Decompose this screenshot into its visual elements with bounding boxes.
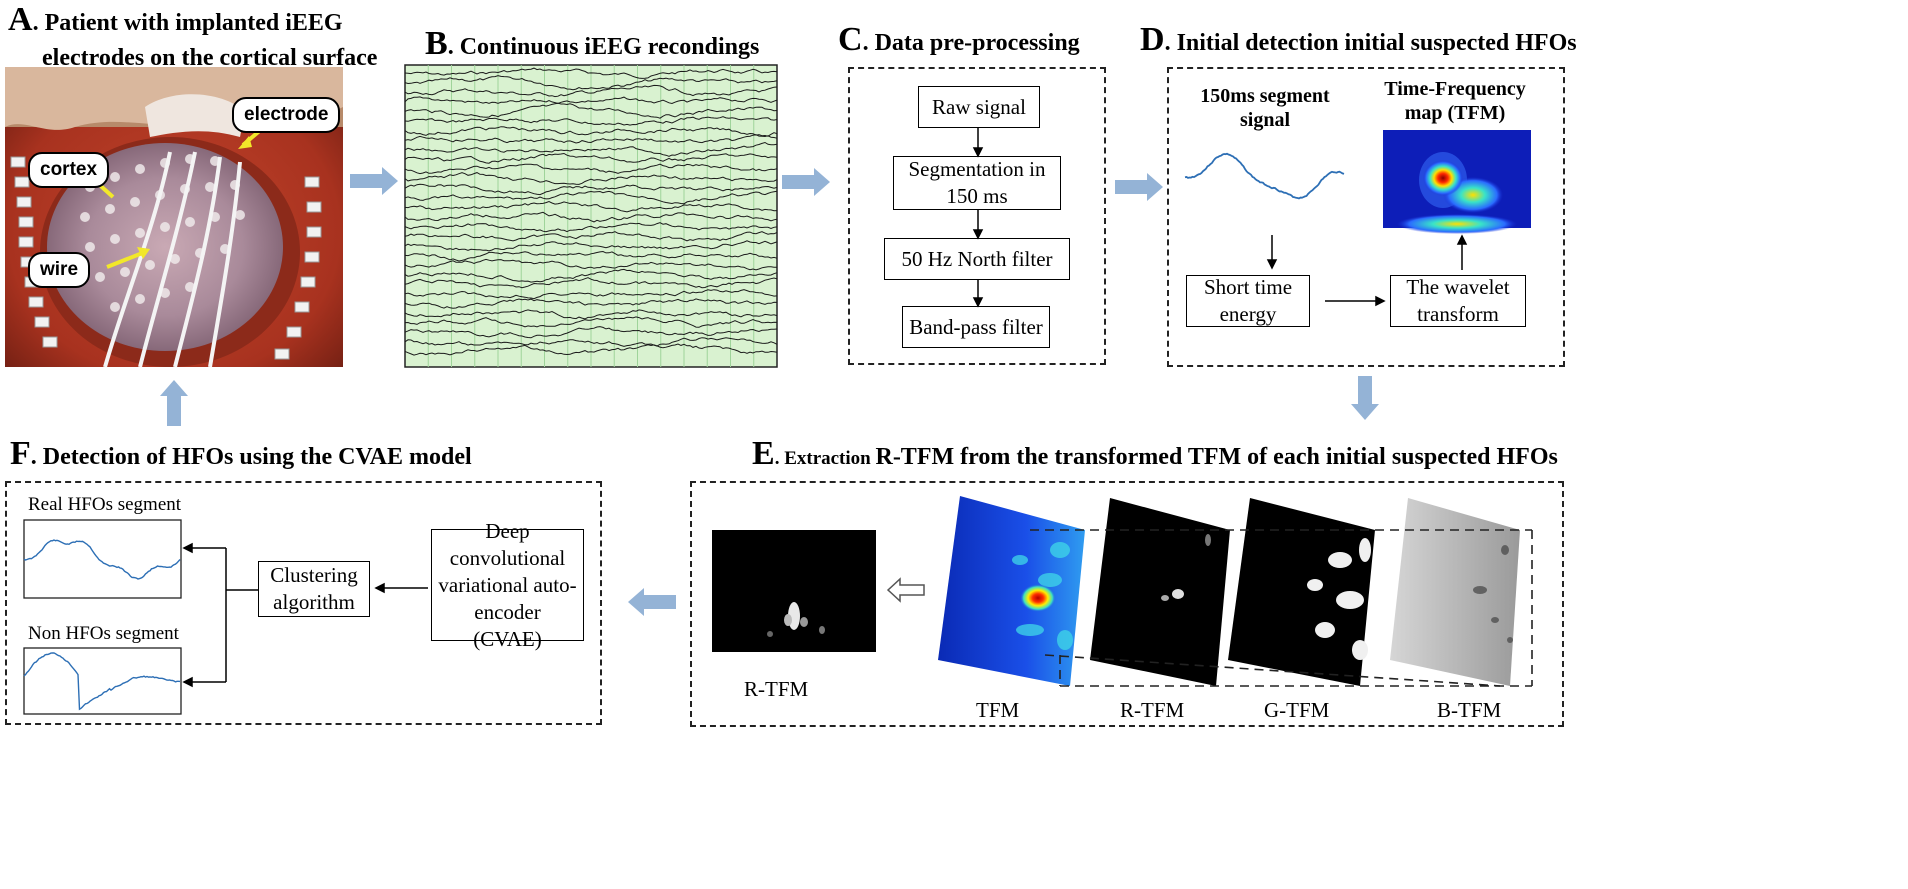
clustering-box: Clustering algorithm (258, 561, 370, 617)
step-band-pass: Band-pass filter (902, 306, 1050, 348)
arrow-d-to-e (1351, 376, 1379, 420)
r-tfm-output-label: R-TFM (744, 677, 809, 701)
electrode-callout: electrode (232, 97, 341, 133)
arrow-b-to-c (782, 168, 830, 196)
arrow-f-to-a (160, 380, 188, 426)
panel-a-title: A. Patient with implanted iEEG (8, 1, 343, 38)
tfm-layer-stack (938, 496, 1533, 687)
step-north-filter: 50 Hz North filter (884, 238, 1070, 280)
panel-d-title: D. Initial detection initial suspected H… (1140, 21, 1577, 58)
r-tfm-layer-label: R-TFM (1120, 698, 1185, 722)
panel-a-title-line2: electrodes on the cortical surface (42, 45, 378, 71)
panel-d-letter: D (1140, 21, 1165, 58)
non-hfo-plot (23, 647, 182, 715)
arrow-a-to-b (350, 167, 398, 195)
panel-e-title: E. Extraction R-TFM from the transformed… (752, 435, 1558, 472)
panel-e-letter: E (752, 435, 775, 472)
tfm-layer-label: TFM (976, 698, 1020, 722)
panel-d-frame (1167, 67, 1565, 367)
panel-f-title: F. Detection of HFOs using the CVAE mode… (10, 435, 472, 472)
wavelet-transform-box: The wavelet transform (1390, 275, 1526, 327)
b-tfm-layer-label: B-TFM (1437, 698, 1502, 722)
eeg-recording (404, 64, 778, 368)
g-tfm-layer-label: G-TFM (1264, 698, 1330, 722)
arrow-e-to-f (628, 588, 676, 616)
short-time-energy-box: Short time energy (1186, 275, 1310, 327)
panel-f-letter: F (10, 435, 31, 472)
r-tfm-output-image (712, 530, 876, 652)
cortex-callout: cortex (28, 152, 110, 188)
panel-b-title: B. Continuous iEEG recondings (425, 25, 760, 62)
non-hfo-label: Non HFOs segment (28, 623, 179, 644)
panel-c-title: C. Data pre-processing (838, 21, 1080, 58)
panel-f-frame (5, 481, 602, 725)
extract-arrow (886, 577, 925, 603)
arrow-c-to-d (1115, 173, 1163, 201)
segment-signal-label: 150ms segment signal (1200, 85, 1330, 131)
segment-signal-plot (1184, 152, 1345, 200)
panel-b-letter: B (425, 25, 448, 62)
tfm-label: Time-Frequency map (TFM) (1384, 78, 1526, 124)
tfm-heatmap (1383, 130, 1531, 234)
panel-a-letter: A (8, 1, 33, 38)
real-hfo-label: Real HFOs segment (28, 494, 182, 515)
step-segmentation: Segmentation in 150 ms (893, 156, 1061, 210)
panel-c-letter: C (838, 21, 863, 58)
panel-e-frame (690, 481, 1564, 727)
panel-c-frame (848, 67, 1106, 365)
step-raw-signal: Raw signal (918, 86, 1040, 128)
real-hfo-plot (23, 519, 182, 599)
wire-callout: wire (28, 252, 91, 288)
